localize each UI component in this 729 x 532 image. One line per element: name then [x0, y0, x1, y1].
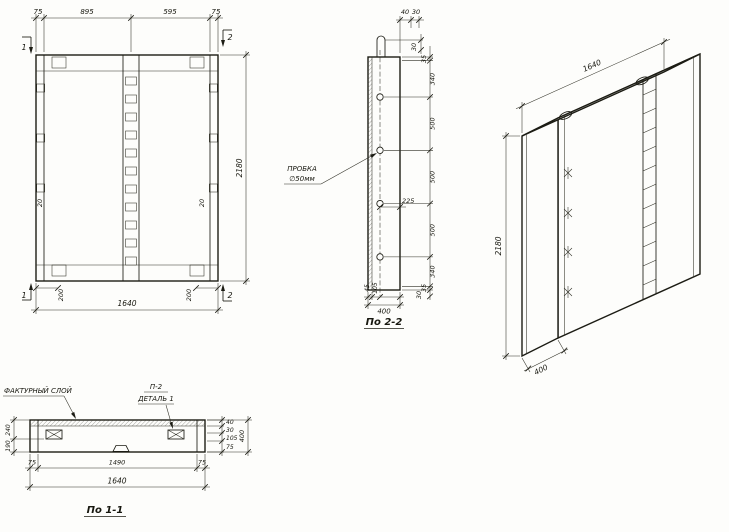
section-cut-flag-1-top: 1	[21, 36, 33, 54]
dim-label: 2180	[235, 158, 244, 177]
facing-layer-band	[368, 57, 372, 290]
iso-plug-marks	[563, 167, 573, 298]
iso-height-dim: 2180	[494, 132, 520, 360]
dim-label: 1640	[107, 477, 126, 486]
dim-label: 2180	[494, 236, 503, 255]
section2-top-dims: 40 30 30	[385, 8, 425, 54]
callout-label: ДЕТАЛЬ 1	[137, 395, 174, 403]
leader-arrow	[71, 411, 76, 419]
dim-label: 30	[410, 43, 418, 51]
dim-label: 500	[429, 224, 437, 236]
dim-label: 35	[420, 284, 428, 292]
dim-label: 45	[364, 284, 371, 292]
section-2-2-view: 40 30 30 35 340 500 500 500 340	[284, 8, 437, 329]
dim-label: 595	[163, 8, 177, 16]
section-cut-flag-1-bottom: 1	[21, 283, 33, 301]
keyway-notch	[112, 445, 130, 452]
keyway-strip	[122, 55, 140, 281]
dim-label: 75	[28, 459, 36, 467]
dim-label: 35	[420, 55, 428, 63]
callout-label: П-2	[150, 383, 163, 391]
section2-title: По 2-2	[364, 317, 404, 329]
section-1-1-view: ФАКТУРНЫЙ СЛОЙ П-2 ДЕТАЛЬ 1 240 190	[3, 383, 252, 517]
front-elevation-view: 75 895 595 75 2180 1640 200	[21, 8, 250, 314]
section1-bottom-dims: 75 1490 75 1640	[25, 454, 210, 491]
dim-label: 895	[80, 8, 94, 16]
dim-label: 200	[57, 289, 65, 301]
section1-left-dims: 240 190	[5, 416, 44, 456]
dim-label: 30	[412, 8, 420, 16]
dim-label: 75	[226, 444, 234, 451]
section1-title: По 1-1	[84, 505, 126, 517]
dim-label: 500	[429, 171, 437, 183]
embedded-detail-right	[167, 429, 185, 440]
dim-label: 200	[185, 289, 193, 301]
embedded-detail-left	[45, 429, 63, 440]
leader-arrow	[370, 153, 377, 158]
dim-label: 20	[36, 199, 44, 207]
plug-callout: ПРОБКА ∅50мм	[284, 153, 377, 185]
dim-label: 105	[372, 282, 379, 294]
dim-label: 400	[532, 362, 549, 377]
dim-label: 340	[429, 73, 437, 85]
dim-label: 240	[5, 424, 12, 436]
section1-depth-dim: 400	[207, 416, 252, 456]
dim-label: 40	[401, 8, 409, 16]
iso-wide-face	[557, 52, 701, 340]
lifting-loop-anchors	[51, 56, 205, 277]
isometric-view: 1640 2180 400	[494, 38, 701, 377]
dim-label: 105	[226, 435, 238, 442]
edge-tabs	[36, 83, 218, 193]
dim-label: 30	[415, 291, 423, 299]
dim-label: 1640	[117, 299, 136, 308]
iso-narrow-face	[521, 116, 559, 358]
section2-bottom-dims: 45 105 400	[364, 282, 404, 316]
dim-label: 40	[226, 419, 234, 426]
keyway-rungs	[125, 76, 137, 266]
section2-right-chain: 35 340 500 500 500 340 35 30	[384, 46, 437, 300]
section2-225-dim: 225	[376, 197, 414, 211]
leader-arrow	[169, 421, 173, 429]
section1-right-chain: 40 30 105 75	[207, 416, 238, 456]
dim-label: 75	[212, 8, 221, 16]
view-title: По 2-2	[366, 317, 403, 328]
view-title: По 1-1	[87, 505, 124, 516]
iso-keyway-strip	[642, 73, 657, 300]
dim-label: 225	[402, 197, 414, 205]
section-cut-flag-2-bottom: 2	[221, 284, 233, 302]
dim-label: 1490	[109, 459, 126, 467]
dim-label: 400	[377, 308, 391, 316]
lifting-loop	[376, 35, 386, 57]
facing-layer-callout: ФАКТУРНЫЙ СЛОЙ	[3, 386, 76, 419]
facing-layer-band	[30, 420, 205, 426]
iso-lifting-loops	[559, 76, 649, 120]
dim-label: 75	[198, 459, 206, 467]
plug-label: ∅50мм	[289, 175, 315, 183]
front-loop-offset-dims: 200 200	[32, 284, 222, 301]
cut-number: 2	[227, 291, 232, 300]
dim-label: 75	[34, 8, 43, 16]
section-body	[367, 56, 401, 291]
section-cut-flag-2-top: 2	[221, 29, 233, 47]
dim-label: 20	[198, 199, 206, 207]
front-top-dims: 75 895 595 75	[31, 8, 223, 52]
dim-label: 500	[429, 117, 437, 129]
front-height-dim: 2180	[220, 51, 250, 285]
cut-number: 2	[227, 33, 232, 42]
dim-label: 400	[238, 430, 246, 442]
cut-number: 1	[21, 43, 26, 52]
dim-label: 30	[226, 427, 234, 434]
detail-callout: П-2 ДЕТАЛЬ 1	[137, 383, 174, 429]
plug-label: ПРОБКА	[287, 165, 317, 173]
iso-top-face	[521, 53, 701, 137]
callout-label: ФАКТУРНЫЙ СЛОЙ	[4, 386, 73, 395]
dim-label: 340	[429, 265, 437, 277]
cut-number: 1	[21, 291, 26, 300]
dim-label: 190	[5, 440, 12, 452]
